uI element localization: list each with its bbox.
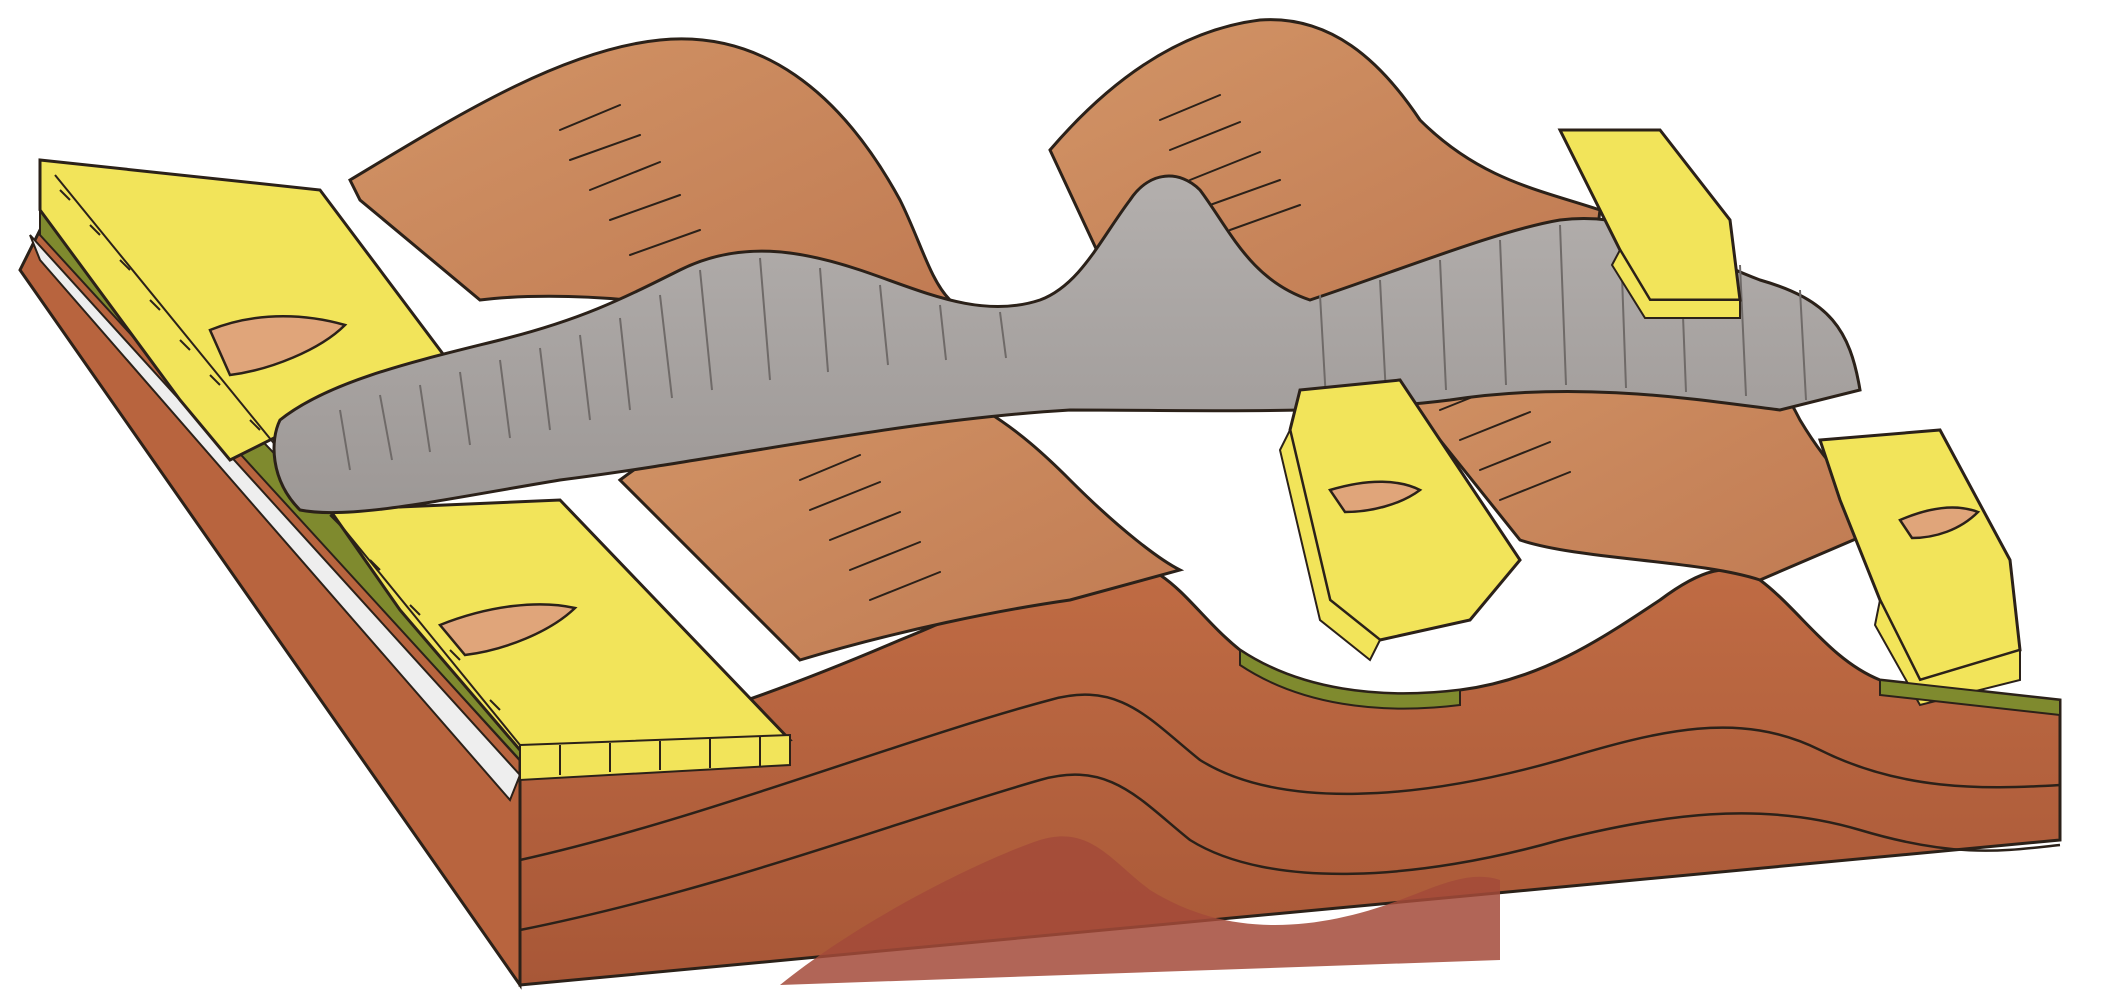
limestone-band-right-2 bbox=[1820, 430, 2020, 680]
block-front-face bbox=[520, 560, 2060, 985]
